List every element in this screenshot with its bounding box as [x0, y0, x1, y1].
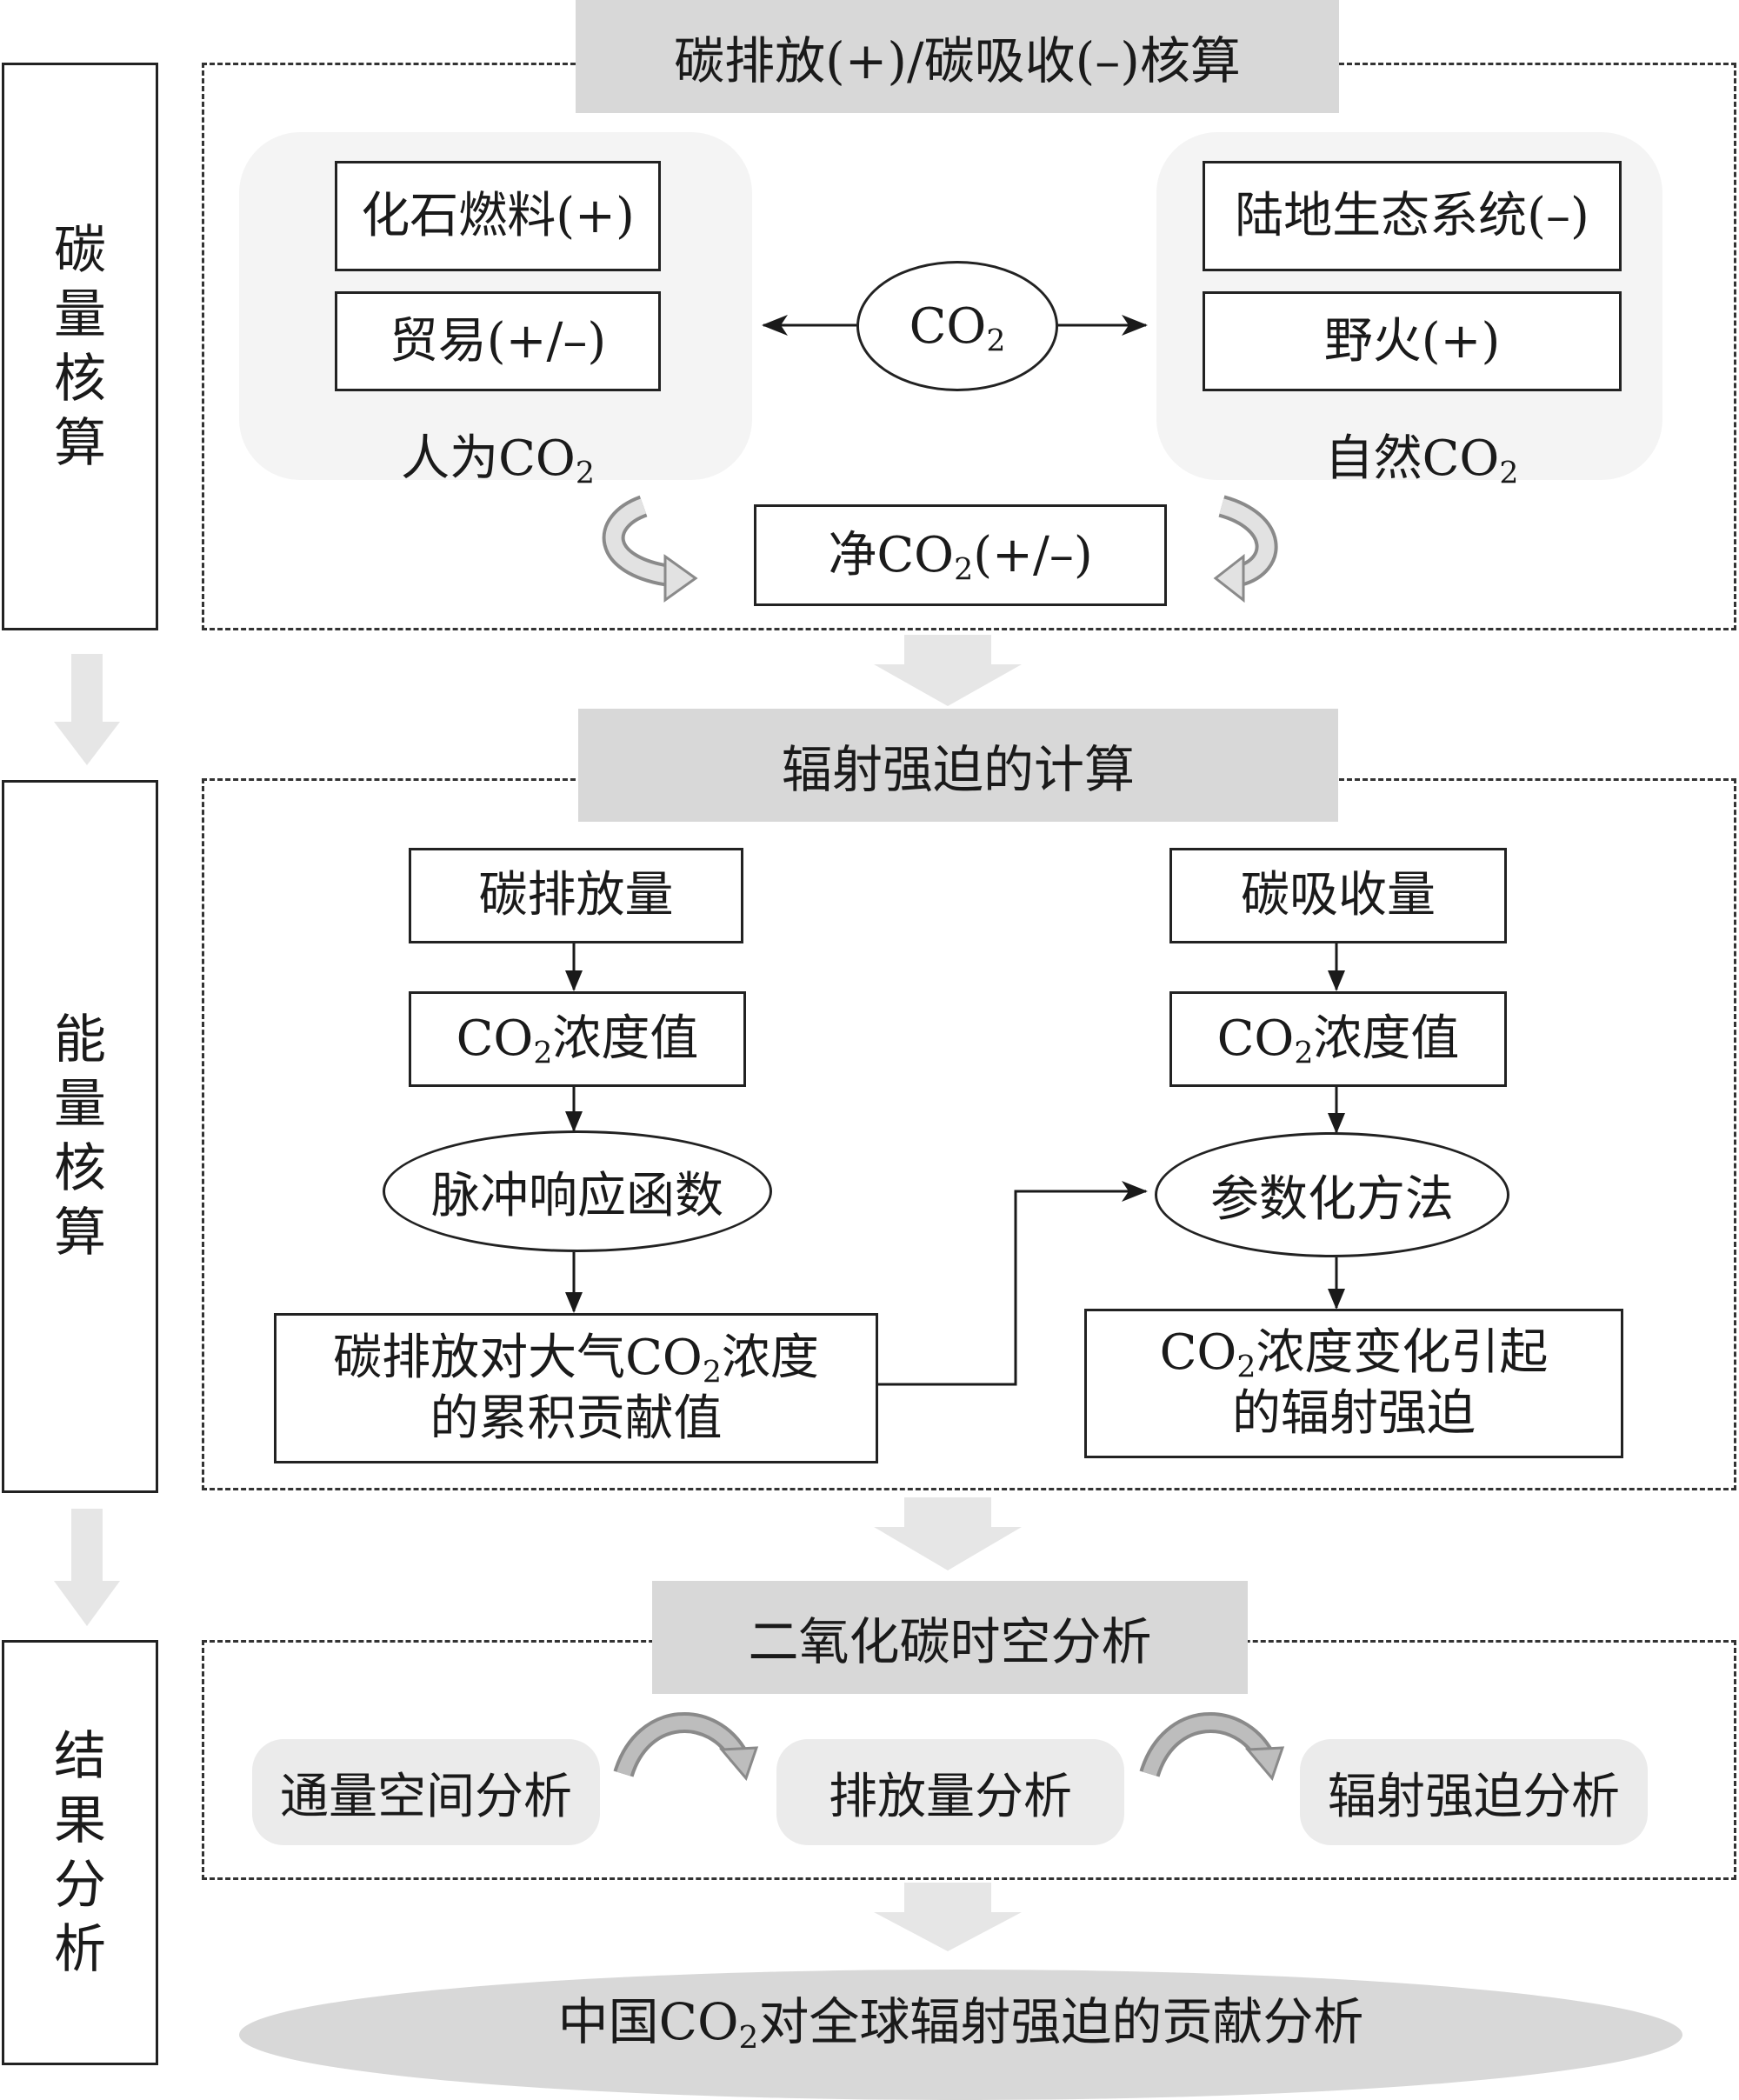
- co2-center-text: CO: [909, 297, 987, 355]
- fossil-fuel-label: 化石燃料(+): [361, 187, 635, 244]
- curved-arrow-section3-right-icon: [1139, 1711, 1285, 1781]
- co2-center-sub: 2: [986, 323, 1006, 359]
- side-flow-arrow-2: [54, 1509, 120, 1626]
- natural-co2-text: CO: [1422, 430, 1500, 487]
- anthropogenic-co2-label: 人为CO2: [335, 419, 661, 490]
- side-label-energy-accounting-text: 能量核算: [54, 1010, 106, 1263]
- emission-concentration-box: CO2浓度值: [409, 991, 746, 1087]
- final-contribution-ellipse: 中国CO2对全球辐射强迫的贡献分析: [239, 1970, 1682, 2100]
- arrow-cumulative-to-param: [878, 1181, 1148, 1386]
- section-header-radiative-forcing: 辐射强迫的计算: [578, 709, 1338, 822]
- flux-spatial-analysis-pill: 通量空间分析: [252, 1739, 600, 1845]
- impulse-response-label: 脉冲响应函数: [431, 1167, 723, 1224]
- emission-conc-label: 浓度值: [552, 1010, 699, 1067]
- forcing-analysis-label: 辐射强迫分析: [1328, 1768, 1620, 1825]
- side-label-carbon-accounting: 碳量核算: [2, 63, 158, 630]
- absorption-amount-box: 碳吸收量: [1169, 848, 1507, 943]
- section-header-spatiotemporal-text: 二氧化碳时空分析: [748, 1612, 1152, 1671]
- net-co2-prefix: 净: [828, 526, 877, 583]
- final-pre: 中国: [557, 1992, 659, 2051]
- emission-analysis-label: 排放量分析: [829, 1768, 1072, 1825]
- curved-arrow-right-icon: [1213, 495, 1278, 603]
- absorption-conc-sub: 2: [1294, 1036, 1314, 1071]
- net-co2-sub: 2: [954, 552, 974, 588]
- cumulative-sub: 2: [702, 1355, 722, 1390]
- natural-co2-label: 自然CO2: [1217, 419, 1626, 490]
- natural-text: 自然: [1324, 430, 1423, 487]
- parameterization-label: 参数化方法: [1210, 1170, 1454, 1228]
- trade-label: 贸易(+/–): [389, 312, 607, 370]
- anthropogenic-co2-text: CO: [498, 430, 576, 487]
- wildfire-box: 野火(+): [1203, 291, 1622, 391]
- emission-analysis-pill: 排放量分析: [776, 1739, 1124, 1845]
- forcing-co2: CO: [1159, 1324, 1237, 1381]
- radiative-forcing-box: CO2浓度变化引起的辐射强迫: [1084, 1309, 1623, 1458]
- absorption-concentration-box: CO2浓度值: [1169, 991, 1507, 1087]
- side-label-carbon-accounting-text: 碳量核算: [54, 219, 106, 474]
- section-header-carbon-accounting-text: 碳排放(+)/碳吸收(–)核算: [674, 31, 1241, 90]
- terrestrial-ecosystem-box: 陆地生态系统(–): [1203, 161, 1622, 271]
- forcing-line1-post: 浓度变化引起: [1256, 1324, 1549, 1381]
- parameterization-ellipse: 参数化方法: [1155, 1132, 1509, 1257]
- terrestrial-ecosystem-label: 陆地生态系统(–): [1235, 187, 1589, 244]
- absorption-conc-label: 浓度值: [1313, 1010, 1460, 1067]
- wildfire-label: 野火(+): [1323, 312, 1501, 370]
- cumulative-line2: 的累积贡献值: [430, 1390, 723, 1447]
- side-label-energy-accounting: 能量核算: [2, 780, 158, 1493]
- final-sub: 2: [738, 2020, 759, 2057]
- anthropogenic-text: 人为: [401, 430, 499, 487]
- final-post: 对全球辐射强迫的贡献分析: [758, 1992, 1364, 2051]
- emission-amount-label: 碳排放量: [478, 867, 674, 923]
- trade-box: 贸易(+/–): [335, 291, 661, 391]
- emission-conc-sub: 2: [533, 1036, 553, 1071]
- cumulative-contribution-box: 碳排放对大气CO2浓度的累积贡献值: [274, 1313, 878, 1463]
- side-flow-arrow-1: [54, 654, 120, 765]
- anthropogenic-co2-sub: 2: [575, 456, 595, 491]
- curved-arrow-left-icon: [602, 495, 698, 603]
- cumulative-line1-post: 浓度: [721, 1329, 819, 1386]
- flow-arrow-to-final: [874, 1883, 1022, 1951]
- emission-amount-box: 碳排放量: [409, 848, 743, 943]
- absorption-amount-label: 碳吸收量: [1241, 867, 1436, 923]
- flux-spatial-analysis-label: 通量空间分析: [280, 1768, 572, 1825]
- absorption-conc-co2: CO: [1216, 1010, 1295, 1067]
- side-label-result-analysis: 结果分析: [2, 1640, 158, 2065]
- impulse-response-ellipse: 脉冲响应函数: [383, 1130, 772, 1252]
- natural-co2-sub: 2: [1499, 456, 1519, 491]
- forcing-sub: 2: [1236, 1350, 1256, 1385]
- side-label-result-analysis-text: 结果分析: [54, 1725, 106, 1980]
- final-co2: CO: [658, 1992, 739, 2051]
- section-header-carbon-accounting: 碳排放(+)/碳吸收(–)核算: [576, 0, 1339, 113]
- flow-arrow-to-forcing: [874, 635, 1022, 706]
- net-co2-suffix: (+/–): [973, 526, 1093, 583]
- section-header-radiative-forcing-text: 辐射强迫的计算: [781, 740, 1135, 799]
- curved-arrow-section3-left-icon: [613, 1711, 759, 1781]
- cumulative-co2: CO: [625, 1329, 703, 1386]
- forcing-analysis-pill: 辐射强迫分析: [1300, 1739, 1648, 1845]
- emission-conc-co2: CO: [456, 1010, 534, 1067]
- section-header-spatiotemporal: 二氧化碳时空分析: [652, 1581, 1248, 1694]
- forcing-line2: 的辐射强迫: [1231, 1385, 1476, 1442]
- fossil-fuel-box: 化石燃料(+): [335, 161, 661, 271]
- net-co2-box: 净CO2(+/–): [754, 504, 1167, 606]
- flow-arrow-to-spatiotemporal: [874, 1497, 1022, 1570]
- cumulative-line1-pre: 碳排放对大气: [333, 1329, 626, 1386]
- net-co2-text: CO: [876, 526, 955, 583]
- co2-center-ellipse: CO2: [856, 261, 1058, 391]
